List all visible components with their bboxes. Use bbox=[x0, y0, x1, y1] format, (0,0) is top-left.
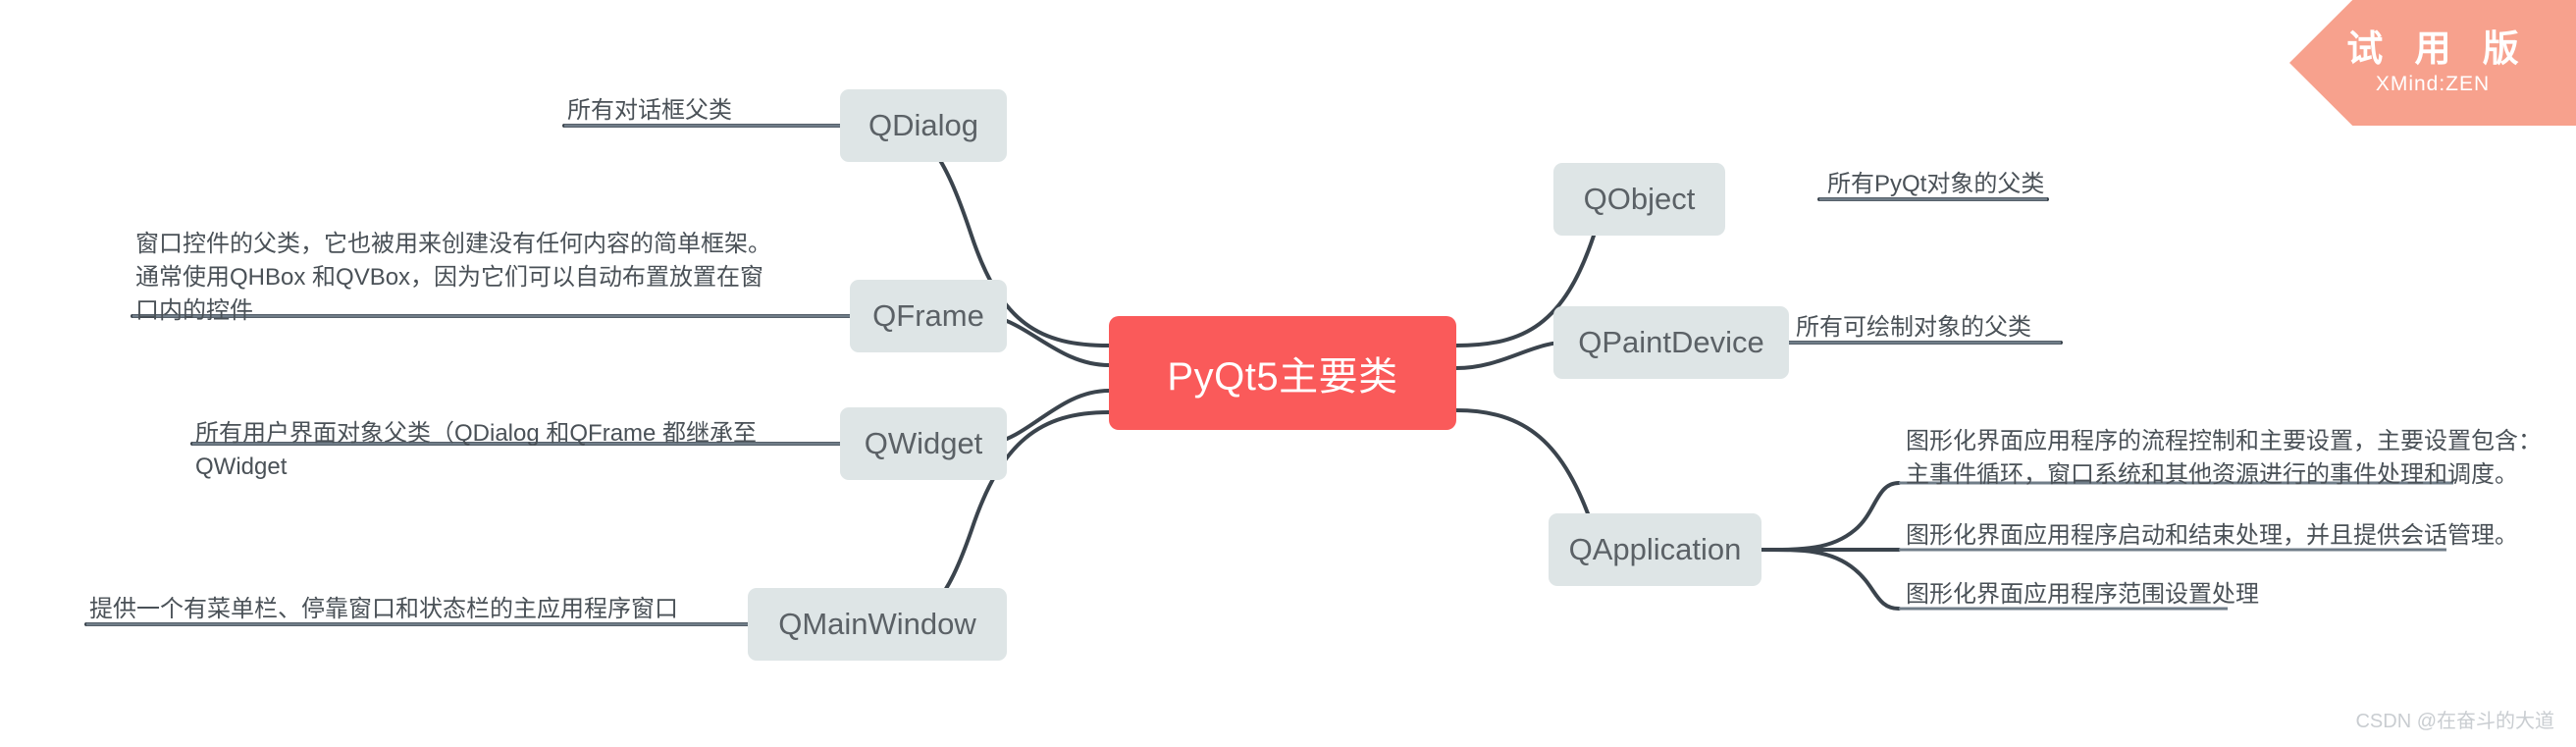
note-qmainwindow[interactable]: 提供一个有菜单栏、停靠窗口和状态栏的主应用程序窗口 bbox=[89, 596, 678, 622]
topic-qapplication-label: QApplication bbox=[1568, 532, 1742, 566]
topic-qdialog[interactable]: QDialog bbox=[840, 89, 1007, 162]
topic-qapplication[interactable]: QApplication bbox=[1549, 513, 1761, 586]
topic-qpaintdevice-label: QPaintDevice bbox=[1578, 325, 1764, 359]
topic-qwidget[interactable]: QWidget bbox=[840, 407, 1007, 480]
note-qframe[interactable]: 窗口控件的父类，它也被用来创建没有任何内容的简单框架。 通常使用QHBox 和Q… bbox=[135, 231, 771, 325]
topic-qdialog-label: QDialog bbox=[868, 108, 978, 142]
link-qapplication-note-3 bbox=[1760, 548, 1901, 611]
note-qpaintdevice[interactable]: 所有可绘制对象的父类 bbox=[1796, 314, 2031, 341]
trial-badge-title: 试 用 版 bbox=[2346, 27, 2530, 69]
note-qapplication-1[interactable]: 图形化界面应用程序的流程控制和主要设置，主要设置包含： 主事件循环，窗口系统和其… bbox=[1906, 428, 2542, 489]
link-qapplication-note-1 bbox=[1760, 481, 1901, 552]
topic-qframe[interactable]: QFrame bbox=[850, 280, 1007, 352]
note-qapplication-2[interactable]: 图形化界面应用程序启动和结束处理，并且提供会话管理。 bbox=[1906, 522, 2518, 549]
topic-qframe-label: QFrame bbox=[872, 298, 984, 333]
topic-qwidget-label: QWidget bbox=[864, 426, 983, 460]
note-qdialog[interactable]: 所有对话框父类 bbox=[567, 97, 732, 124]
root-topic-label: PyQt5主要类 bbox=[1167, 355, 1398, 399]
trial-version-badge: 试 用 版 XMind:ZEN bbox=[2289, 0, 2576, 126]
note-qobject[interactable]: 所有PyQt对象的父类 bbox=[1827, 171, 2045, 197]
csdn-watermark: CSDN @在奋斗的大道 bbox=[2355, 711, 2554, 732]
topic-qpaintdevice[interactable]: QPaintDevice bbox=[1553, 306, 1789, 379]
trial-badge-subtitle: XMind:ZEN bbox=[2375, 73, 2491, 96]
root-topic[interactable]: PyQt5主要类 bbox=[1109, 316, 1456, 430]
note-qapplication-3[interactable]: 图形化界面应用程序范围设置处理 bbox=[1906, 581, 2259, 608]
topic-qobject[interactable]: QObject bbox=[1553, 163, 1725, 236]
topic-qobject-label: QObject bbox=[1583, 182, 1696, 216]
topic-qmainwindow[interactable]: QMainWindow bbox=[748, 588, 1007, 661]
note-qwidget[interactable]: 所有用户界面对象父类（QDialog 和QFrame 都继承至 QWidget bbox=[195, 420, 758, 481]
topic-qmainwindow-label: QMainWindow bbox=[778, 607, 976, 641]
